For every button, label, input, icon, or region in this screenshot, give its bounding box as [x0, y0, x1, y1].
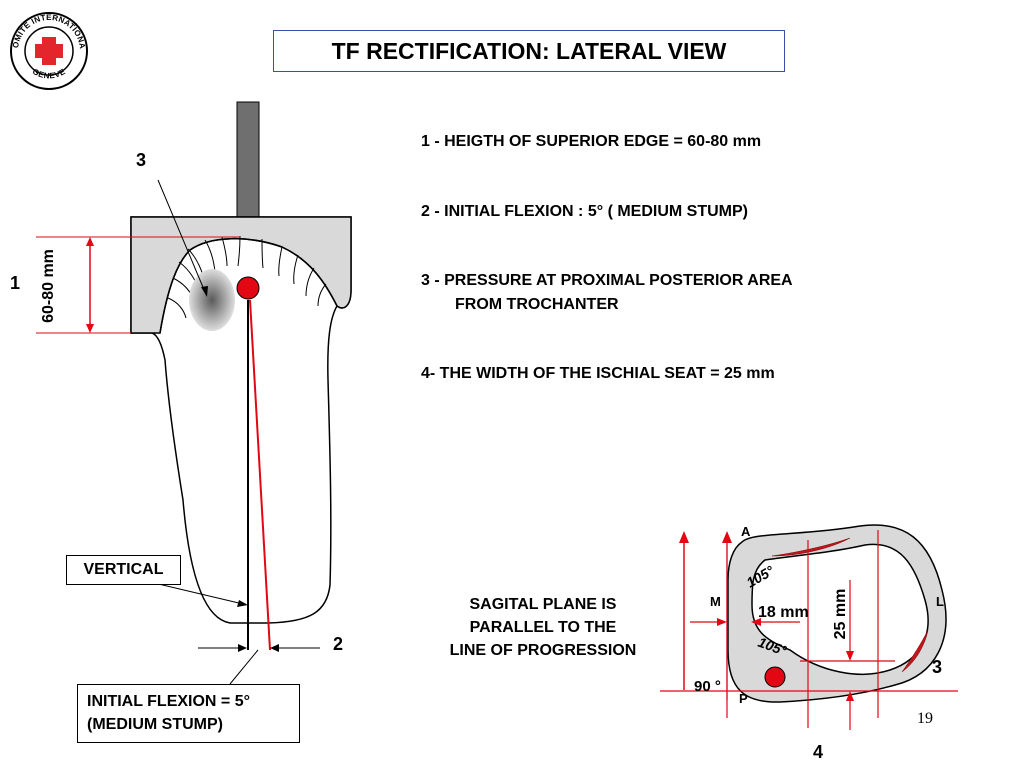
- slide-title-text: TF RECTIFICATION: LATERAL VIEW: [331, 37, 727, 64]
- depth-25mm: 25 mm: [832, 589, 849, 640]
- pivot-point: [236, 276, 260, 300]
- label-3-section: 3: [932, 657, 942, 677]
- label-M: M: [710, 594, 721, 609]
- height-dimension-label: 60-80 mm: [40, 249, 57, 323]
- note-3: 3 - PRESSURE AT PROXIMAL POSTERIOR AREA: [421, 272, 793, 289]
- note-3-line-2: FROM TROCHANTER: [455, 296, 619, 313]
- label-2: 2: [333, 634, 343, 654]
- icrc-logo: COMITE INTERNATIONAL GENEVE: [8, 10, 88, 90]
- angle-90: 90 °: [694, 678, 721, 695]
- pressure-area: [189, 269, 235, 331]
- label-1: 1: [10, 273, 20, 293]
- cross-section-pivot: [764, 666, 786, 688]
- cross-section-inner: [751, 543, 929, 675]
- lateral-view-drawing: 1 3 2 60-80 mm: [10, 101, 352, 685]
- label-P: P: [739, 691, 748, 706]
- page-number: 19: [917, 710, 933, 727]
- note-4: 4- THE WIDTH OF THE ISCHIAL SEAT = 25 mm: [421, 365, 775, 382]
- sagittal-plane-text: SAGITAL PLANE IS PARALLEL TO THE LINE OF…: [449, 596, 637, 659]
- cross-section-drawing: A M L P 105° 105° 18 mm 25 mm 90 ° 3 4: [660, 524, 958, 762]
- width-18mm: 18 mm: [758, 604, 809, 621]
- socket-outline: [130, 216, 352, 624]
- initial-flexion-line-1: INITIAL FLEXION = 5°: [87, 693, 251, 710]
- label-3-lateral: 3: [136, 150, 146, 170]
- label-4: 4: [813, 742, 823, 762]
- initial-flexion-line-2: (MEDIUM STUMP): [87, 716, 223, 733]
- note-1: 1 - HEIGTH OF SUPERIOR EDGE = 60-80 mm: [421, 133, 762, 150]
- initial-flexion-box: INITIAL FLEXION = 5° (MEDIUM STUMP): [77, 684, 300, 743]
- label-A: A: [741, 524, 751, 539]
- vertical-label-box: VERTICAL: [66, 555, 181, 585]
- logo-text-bottom: GENEVE: [31, 67, 67, 81]
- vertical-label: VERTICAL: [83, 561, 164, 578]
- slide-title: TF RECTIFICATION: LATERAL VIEW: [273, 30, 785, 72]
- note-2: 2 - INITIAL FLEXION : 5° ( MEDIUM STUMP): [421, 203, 748, 220]
- label-L: L: [936, 594, 944, 609]
- flexion-line: [249, 299, 271, 651]
- pylon-tube: [236, 101, 260, 219]
